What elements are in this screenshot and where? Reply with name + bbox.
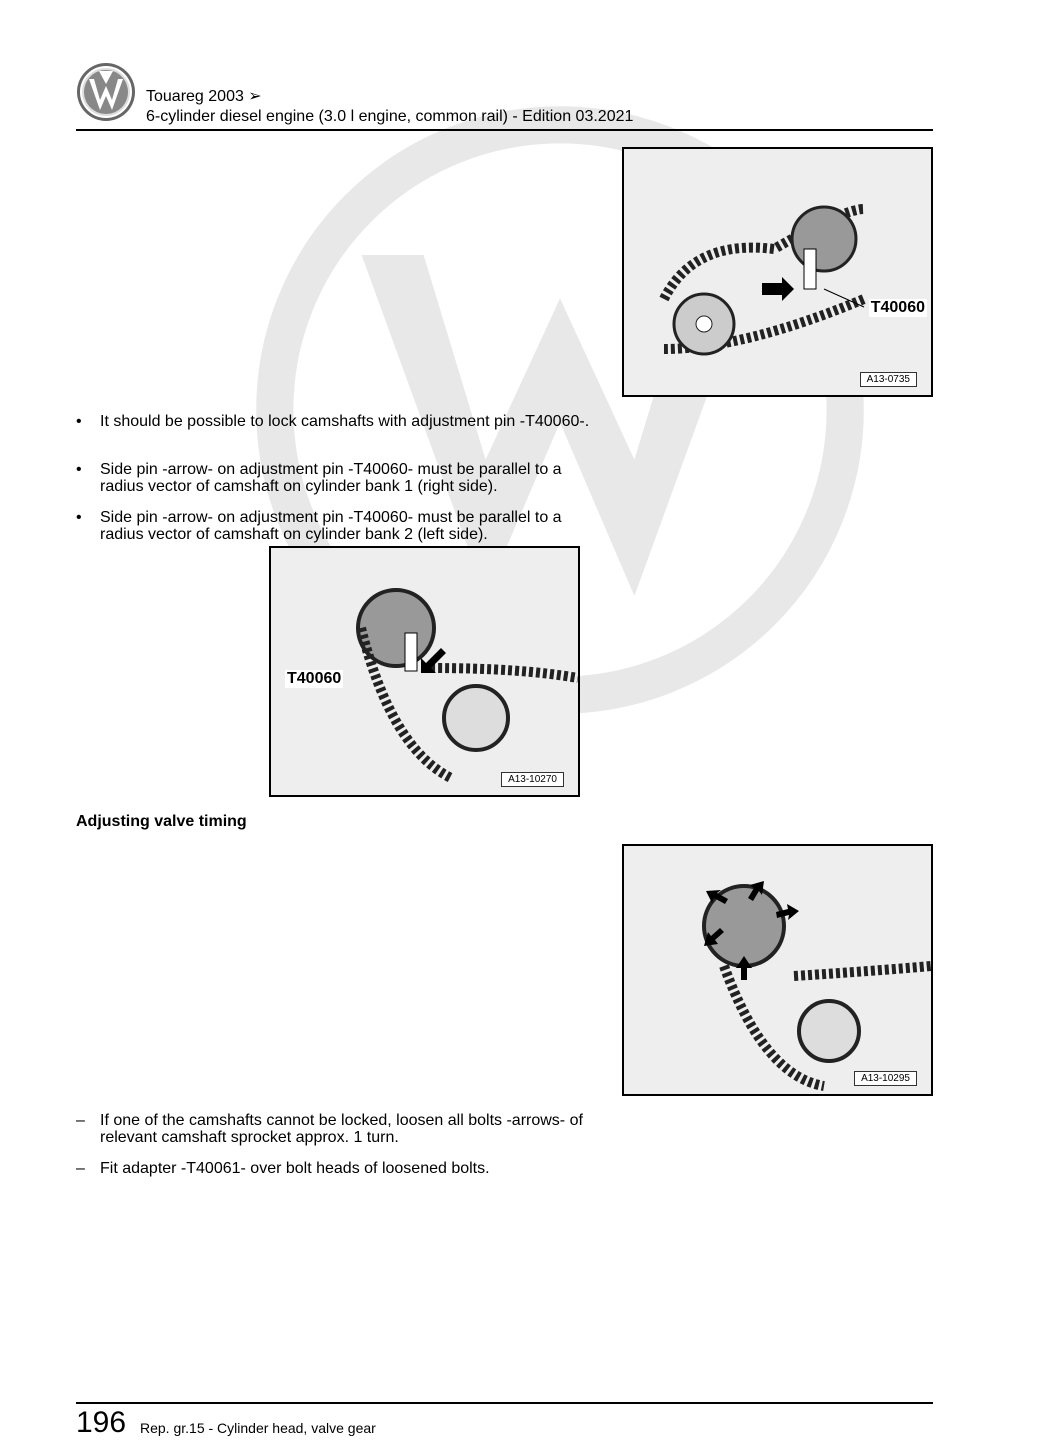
bullet-marker: • (76, 509, 82, 526)
figure-sprocket-bolts: A13-10295 (622, 844, 933, 1096)
header-model: Touareg 2003 ➢ (146, 88, 262, 105)
header-divider (76, 129, 933, 131)
tool-label: T40060 (285, 670, 344, 688)
bullet-text: It should be possible to lock camshafts … (100, 413, 590, 430)
figure-camshaft-bank2: T40060 A13-10270 (269, 546, 580, 797)
figure-camshaft-bank1: T40060 A13-0735 (622, 147, 933, 397)
vw-logo (77, 63, 135, 121)
bullet-marker: • (76, 461, 82, 478)
step-text: If one of the camshafts cannot be locked… (100, 1112, 583, 1146)
figure-code: A13-10295 (854, 1071, 917, 1086)
bullet-text: Side pin -arrow- on adjustment pin -T400… (100, 509, 562, 543)
bullet-item: • Side pin -arrow- on adjustment pin -T40… (76, 509, 596, 543)
dash-marker: – (76, 1160, 85, 1177)
section-heading: Adjusting valve timing (76, 813, 247, 830)
dash-marker: – (76, 1112, 85, 1129)
engine-diagram (624, 846, 931, 1094)
bullet-text: Side pin -arrow- on adjustment pin -T400… (100, 461, 562, 495)
figure-code: A13-10270 (501, 772, 564, 787)
bullet-item: • It should be possible to lock camshafts… (76, 413, 596, 430)
header-subtitle: 6-cylinder diesel engine (3.0 l engine, … (146, 108, 634, 125)
bullet-marker: • (76, 413, 82, 430)
page-number: 196 (76, 1406, 127, 1439)
engine-diagram (624, 149, 931, 395)
footer-section: Rep. gr.15 - Cylinder head, valve gear (140, 1420, 376, 1436)
bullet-item: • Side pin -arrow- on adjustment pin -T40… (76, 461, 596, 495)
step-item: –If one of the camshafts cannot be locke… (76, 1112, 596, 1146)
step-text: Fit adapter -T40061- over bolt heads of … (100, 1160, 490, 1177)
tool-label: T40060 (868, 299, 927, 317)
footer-divider (76, 1402, 933, 1404)
figure-code: A13-0735 (859, 372, 917, 387)
step-item: –Fit adapter -T40061- over bolt heads of… (76, 1160, 596, 1177)
